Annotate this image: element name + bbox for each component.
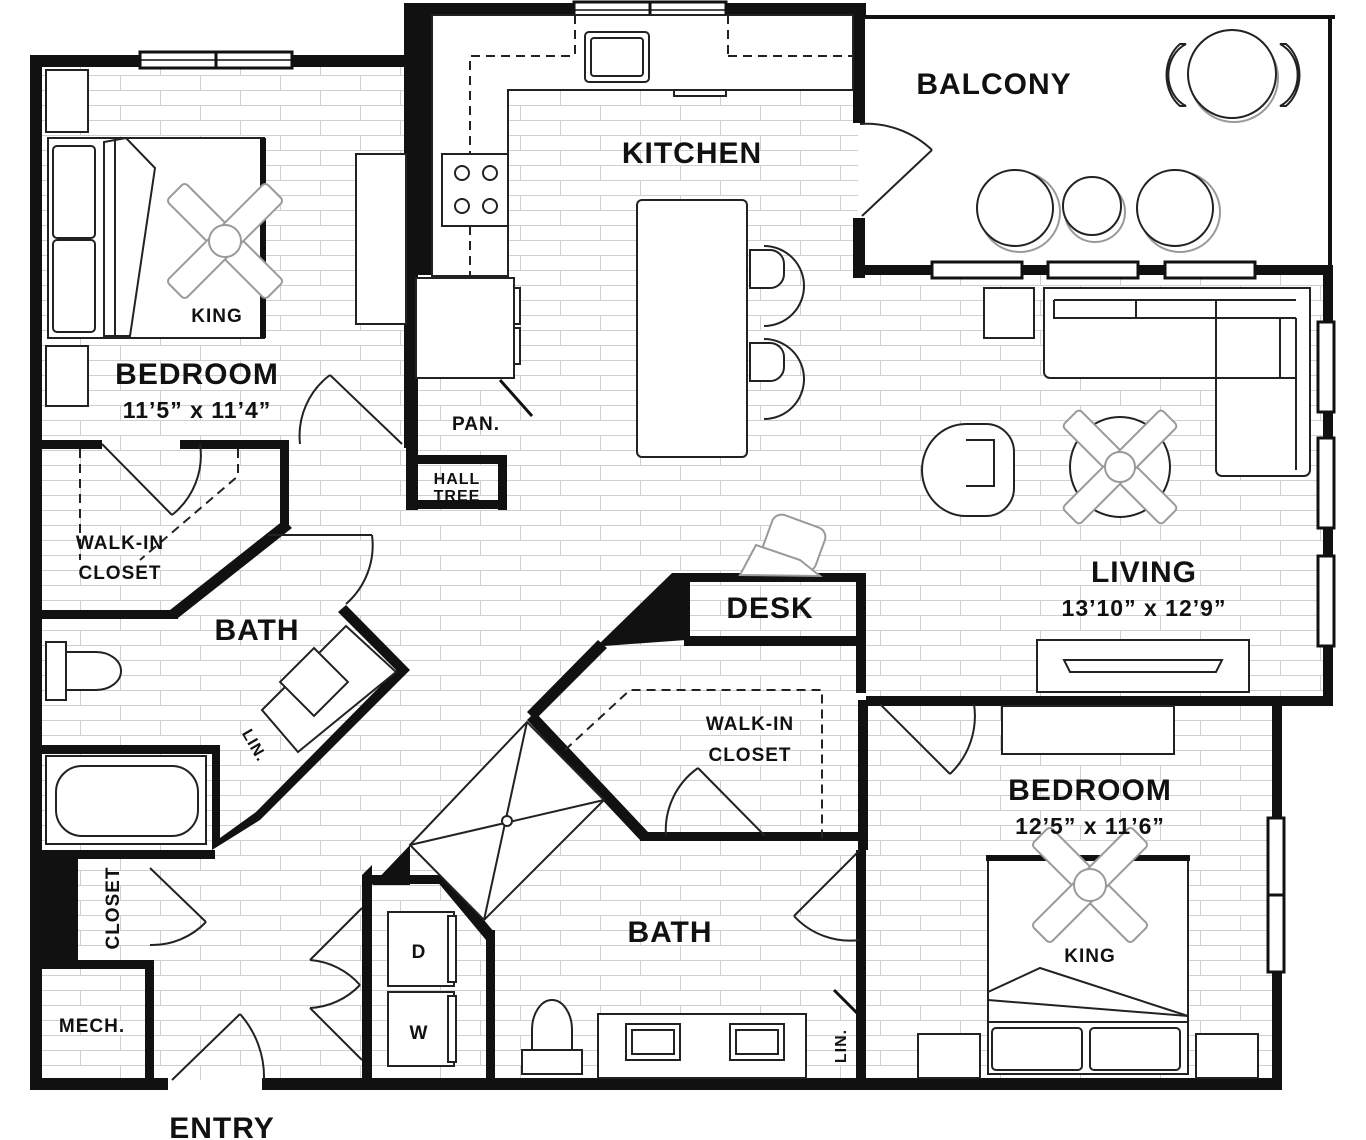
kitchen-label: KITCHEN xyxy=(622,137,762,170)
balcony-label: BALCONY xyxy=(916,68,1071,101)
bath2-label: BATH xyxy=(627,916,712,949)
stove xyxy=(441,153,509,227)
ceiling-fan-3 xyxy=(1031,826,1149,944)
closet-label: CLOSET xyxy=(103,866,124,949)
bedroom1-dimensions: 11’5” x 11’4” xyxy=(123,397,272,423)
bedroom1-label: BEDROOM xyxy=(115,358,279,391)
balcony-furniture xyxy=(859,29,1301,253)
desk-label: DESK xyxy=(726,592,813,625)
kitchen-island xyxy=(636,199,748,458)
hall-tree-label-2: TREE xyxy=(434,488,481,505)
desk-chair xyxy=(738,513,827,578)
king2-label: KING xyxy=(1064,946,1116,967)
mech-label: MECH. xyxy=(59,1016,125,1037)
pantry-label: PAN. xyxy=(452,414,500,435)
bedroom1-doors xyxy=(79,374,403,561)
bedroom1-furniture xyxy=(45,69,407,407)
bedroom2-dimensions: 12’5” x 11’6” xyxy=(1015,813,1165,839)
washer-dryer xyxy=(387,911,457,1067)
washer-label: W xyxy=(410,1023,429,1044)
living-furniture xyxy=(921,287,1311,693)
bath2-fixtures xyxy=(521,849,862,1079)
linen2-label: LIN. xyxy=(833,1029,850,1063)
living-dimensions: 13’10” x 12’9” xyxy=(1062,595,1227,621)
entry-doors xyxy=(149,867,363,1081)
kitchen-fixtures xyxy=(415,14,854,458)
walkin2 xyxy=(564,689,823,838)
walkin2-label-2: CLOSET xyxy=(708,745,791,766)
bath1-fixtures xyxy=(45,534,398,845)
dryer-label: D xyxy=(412,942,427,963)
fridge xyxy=(415,277,515,379)
walkin2-label-1: WALK-IN xyxy=(706,714,794,735)
walkin1-label-2: CLOSET xyxy=(78,563,161,584)
bath1-label: BATH xyxy=(214,614,299,647)
bedroom2-furniture xyxy=(879,703,1259,1079)
hall-tree-label-1: HALL xyxy=(434,471,481,488)
bedroom2-label: BEDROOM xyxy=(1008,774,1172,807)
ceiling-fan-2 xyxy=(1062,409,1178,525)
living-label: LIVING xyxy=(1091,556,1197,589)
hallway-skylight xyxy=(408,720,606,922)
ceiling-fan-1 xyxy=(166,182,284,300)
entry-label: ENTRY xyxy=(169,1112,275,1140)
king1-label: KING xyxy=(191,306,243,327)
walkin1-label-1: WALK-IN xyxy=(76,533,164,554)
